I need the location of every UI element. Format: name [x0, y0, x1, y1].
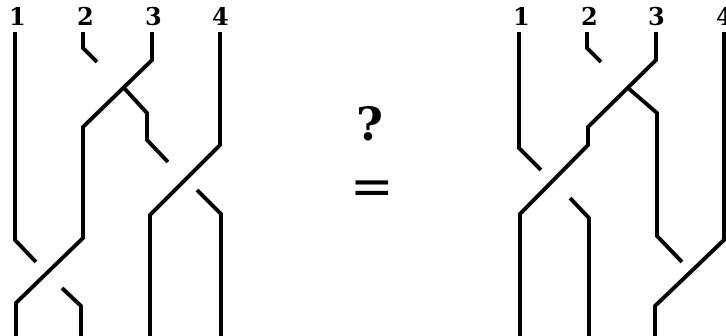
right-strand-label-4: 4	[716, 2, 726, 31]
equals-sign: =	[350, 157, 394, 217]
right-strand-4	[653, 32, 726, 336]
left-strand-1	[13, 32, 83, 336]
left-strand-2	[81, 32, 223, 336]
right-strand-1	[517, 32, 591, 336]
right-strand-label-1: 1	[513, 2, 530, 31]
question-mark: ?	[356, 97, 383, 151]
right-strand-label-3: 3	[648, 2, 665, 31]
left-strand-label-3: 3	[145, 2, 162, 31]
right-strand-label-2: 2	[581, 2, 598, 31]
left-strand-3	[14, 32, 154, 336]
left-strand-4	[148, 32, 222, 336]
left-strand-label-2: 2	[77, 2, 94, 31]
left-strand-label-1: 1	[9, 2, 26, 31]
left-strand-label-4: 4	[212, 2, 229, 31]
left-braid: 1 2 3 4	[9, 2, 229, 336]
right-strand-2	[585, 32, 684, 264]
right-braid: 1 2 3 4	[513, 2, 726, 336]
right-strand-3	[518, 32, 658, 336]
